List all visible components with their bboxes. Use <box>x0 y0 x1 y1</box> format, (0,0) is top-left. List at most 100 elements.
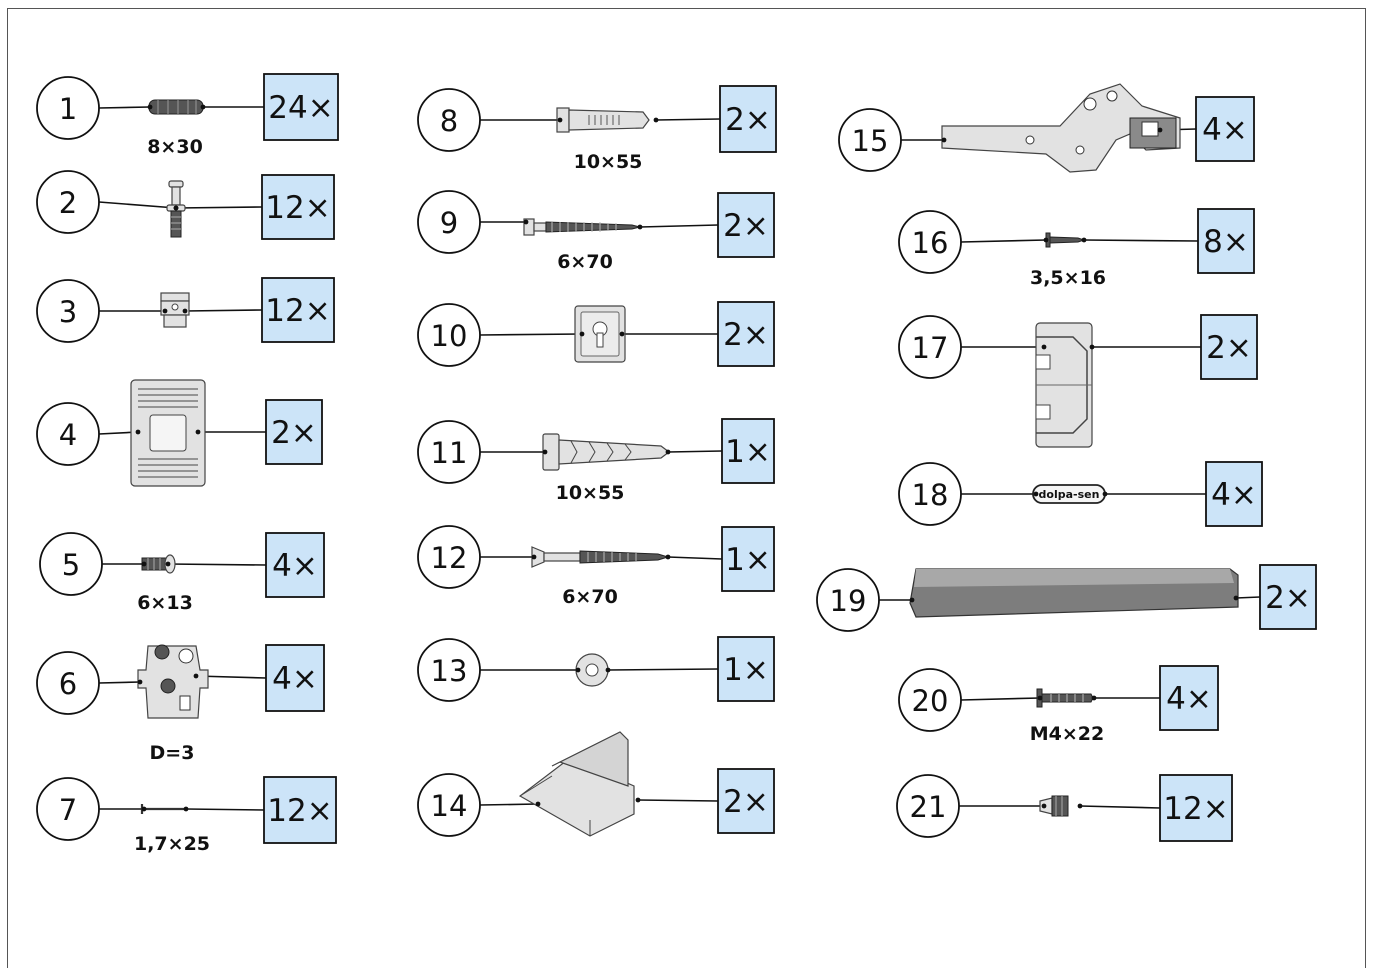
dowel-icon <box>148 99 204 115</box>
part-number-circle <box>417 638 481 702</box>
quantity-label: 2× <box>723 208 769 244</box>
part-number: 1 <box>59 92 77 126</box>
anchor-dot <box>535 801 541 807</box>
shelf-support-bracket-icon <box>1035 322 1093 448</box>
part-number: 17 <box>912 331 949 365</box>
part-number-circle <box>417 525 481 589</box>
leader-line-right <box>1079 805 1161 809</box>
wall-plug-icon <box>556 107 650 133</box>
anchor-dot <box>183 806 189 812</box>
quantity-box <box>717 301 775 367</box>
quantity-box <box>261 277 335 343</box>
quantity-label: 1× <box>723 652 769 688</box>
anchor-dot <box>542 449 548 455</box>
quantity-label: 4× <box>1202 112 1248 148</box>
part-number: 12 <box>431 541 468 575</box>
size-label: 1,7×25 <box>134 833 210 855</box>
part-number-circle <box>36 170 100 234</box>
part-number: 19 <box>830 584 867 618</box>
part-number: 10 <box>431 319 468 353</box>
leader-line-left <box>98 681 141 684</box>
quantity-label: 2× <box>725 102 771 138</box>
quantity-box <box>1200 314 1258 380</box>
anchor-dot <box>162 308 168 314</box>
quantity-box <box>1159 774 1233 842</box>
part-item-15: 15 4× <box>838 83 1255 173</box>
part-number: 15 <box>852 124 889 158</box>
part-number-circle <box>36 651 100 715</box>
washer-icon <box>575 653 609 687</box>
part-number-circle <box>898 210 962 274</box>
part-number: 9 <box>440 206 458 240</box>
leader-line-left <box>960 239 1047 243</box>
part-number: 3 <box>59 295 77 329</box>
quantity-box <box>719 85 777 153</box>
part-number: 6 <box>59 667 77 701</box>
anchor-dot <box>575 667 581 673</box>
leader-line-right <box>637 799 719 802</box>
anchor-dot <box>182 308 188 314</box>
handle-rail-icon <box>909 568 1239 618</box>
anchor-dot <box>1041 803 1047 809</box>
nail-icon <box>140 802 190 816</box>
part-number-circle <box>417 88 481 152</box>
machine-screw-icon <box>1036 688 1094 708</box>
part-item-1: 1 24× 8×30 <box>36 73 339 158</box>
wood-screw-icon <box>531 546 669 568</box>
leader-line-right <box>667 556 723 560</box>
part-number: 5 <box>62 548 80 582</box>
size-label: 10×55 <box>556 482 625 504</box>
anchor-dot <box>637 224 643 230</box>
leader-line-right <box>167 563 267 566</box>
anchor-dot <box>579 331 585 337</box>
quantity-box <box>261 174 335 240</box>
quantity-box <box>265 399 323 465</box>
leader-line-right <box>1083 239 1199 242</box>
anchor-dot <box>200 104 206 110</box>
part-number: 8 <box>440 104 458 138</box>
leader-line-right <box>184 309 263 312</box>
anchor-dot <box>1102 491 1108 497</box>
anchor-dot <box>1037 695 1043 701</box>
part-number: 16 <box>912 226 949 260</box>
leader-line-right <box>1235 596 1261 599</box>
anchor-dot <box>653 117 659 123</box>
part-number: 11 <box>431 436 468 470</box>
part-item-10: 10 2× <box>417 301 775 367</box>
anchor-dot <box>173 205 179 211</box>
size-label: 8×30 <box>147 136 203 158</box>
hex-screw-icon <box>523 218 641 236</box>
anchor-dot <box>605 667 611 673</box>
part-number-circle <box>417 773 481 837</box>
quantity-label: 24× <box>268 90 333 126</box>
anchor-dot <box>1157 127 1163 133</box>
anchor-dot <box>1041 344 1047 350</box>
page-frame <box>7 8 1366 968</box>
anchor-dot <box>1091 695 1097 701</box>
part-number: 14 <box>431 789 468 823</box>
quantity-label: 2× <box>271 415 317 451</box>
mounting-plate-icon <box>130 379 206 487</box>
quantity-label: 4× <box>1211 477 1257 513</box>
quantity-label: 1× <box>725 542 771 578</box>
quantity-box <box>721 526 775 592</box>
quantity-label: 4× <box>272 548 318 584</box>
part-number-circle <box>36 777 100 841</box>
quantity-box <box>717 192 775 258</box>
part-number-circle <box>838 108 902 172</box>
quantity-box <box>1159 665 1219 731</box>
quantity-label: 2× <box>723 317 769 353</box>
quantity-label: 12× <box>1163 791 1228 827</box>
anchor-dot <box>635 797 641 803</box>
anchor-dot <box>193 673 199 679</box>
part-number-circle <box>816 568 880 632</box>
